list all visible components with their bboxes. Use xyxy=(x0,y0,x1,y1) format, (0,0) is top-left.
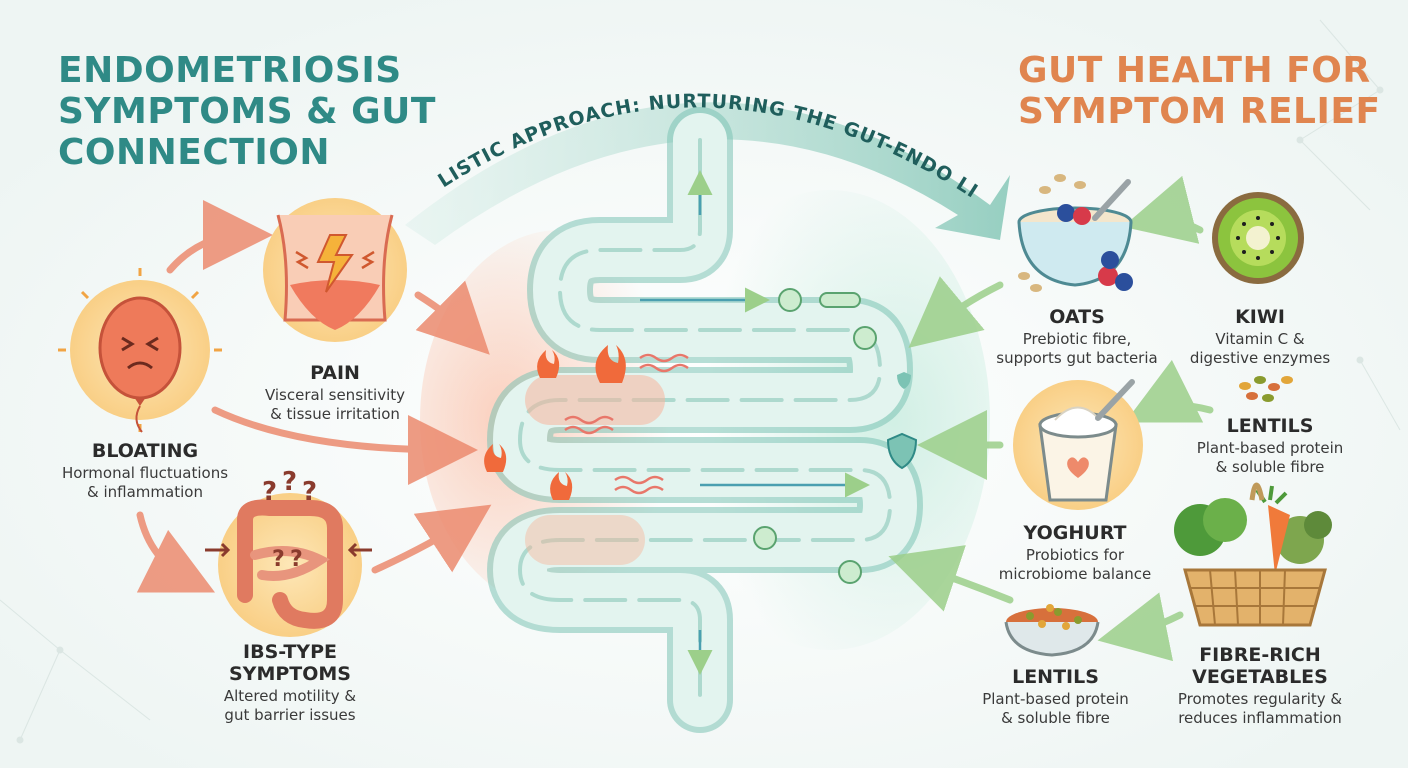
symptom-description: Altered motility &gut barrier issues xyxy=(223,687,357,724)
food-name: LENTILS xyxy=(1012,666,1099,688)
kiwi-icon xyxy=(1212,192,1304,284)
network-decoration xyxy=(0,19,1401,744)
lentils-icon xyxy=(1239,376,1293,402)
food-name: KIWI xyxy=(1235,306,1285,328)
food-arrows xyxy=(888,175,1214,662)
food-name: OATS xyxy=(1049,306,1105,328)
food-lentils-top: LENTILS Plant-based protein& soluble fib… xyxy=(1180,415,1360,477)
food-description: Prebiotic fibre,supports gut bacteria xyxy=(996,330,1158,367)
food-kiwi: KIWI Vitamin C &digestive enzymes xyxy=(1180,306,1340,368)
flame-icon xyxy=(484,345,626,500)
inflammation-waves xyxy=(564,353,689,495)
vegetable-basket-icon xyxy=(1174,482,1332,627)
symptom-arrows xyxy=(136,200,492,593)
food-name: LENTILS xyxy=(1226,415,1314,437)
symptom-name: BLOATING xyxy=(91,440,199,462)
lentil-bowl-icon xyxy=(1004,604,1100,657)
food-oats: OATS Prebiotic fibre,supports gut bacter… xyxy=(982,306,1172,368)
pain-icon xyxy=(263,198,407,342)
question-mark: ? xyxy=(302,477,317,507)
intestine-icon: ? ? ? ? ? xyxy=(205,467,372,637)
left-title: ENDOMETRIOSIS SYMPTOMS & GUT CONNECTION xyxy=(58,50,436,173)
food-description: Vitamin C &digestive enzymes xyxy=(1189,330,1331,367)
question-mark: ? xyxy=(262,477,277,507)
food-lentils-bottom: LENTILS Plant-based protein& soluble fib… xyxy=(968,666,1143,728)
microbe-icon xyxy=(753,288,877,584)
question-mark: ? xyxy=(290,547,303,572)
food-description: Plant-based protein& soluble fibre xyxy=(1196,439,1344,476)
symptom-bloating: BLOATING Hormonal fluctuations& inflamma… xyxy=(45,440,245,502)
shield-icon xyxy=(886,372,918,470)
balloon-icon xyxy=(58,268,222,433)
food-description: Plant-based protein& soluble fibre xyxy=(982,690,1129,727)
banner-arrow xyxy=(405,102,1010,246)
question-mark: ? xyxy=(282,467,297,497)
yoghurt-icon xyxy=(1013,379,1143,510)
food-name: YOGHURT xyxy=(1023,522,1127,544)
gut-illustration xyxy=(420,107,990,733)
food-description: Promotes regularity &reduces inflammatio… xyxy=(1177,690,1343,727)
symptom-name: PAIN xyxy=(310,362,360,384)
right-title: GUT HEALTH FOR SYMPTOM RELIEF xyxy=(1018,50,1381,132)
symptom-description: Visceral sensitivity& tissue irritation xyxy=(264,386,406,423)
question-mark: ? xyxy=(272,547,285,572)
oats-bowl-icon xyxy=(1017,174,1133,292)
symptom-pain: PAIN Visceral sensitivity& tissue irrita… xyxy=(245,362,425,424)
symptom-description: Hormonal fluctuations& inflammation xyxy=(61,464,229,501)
